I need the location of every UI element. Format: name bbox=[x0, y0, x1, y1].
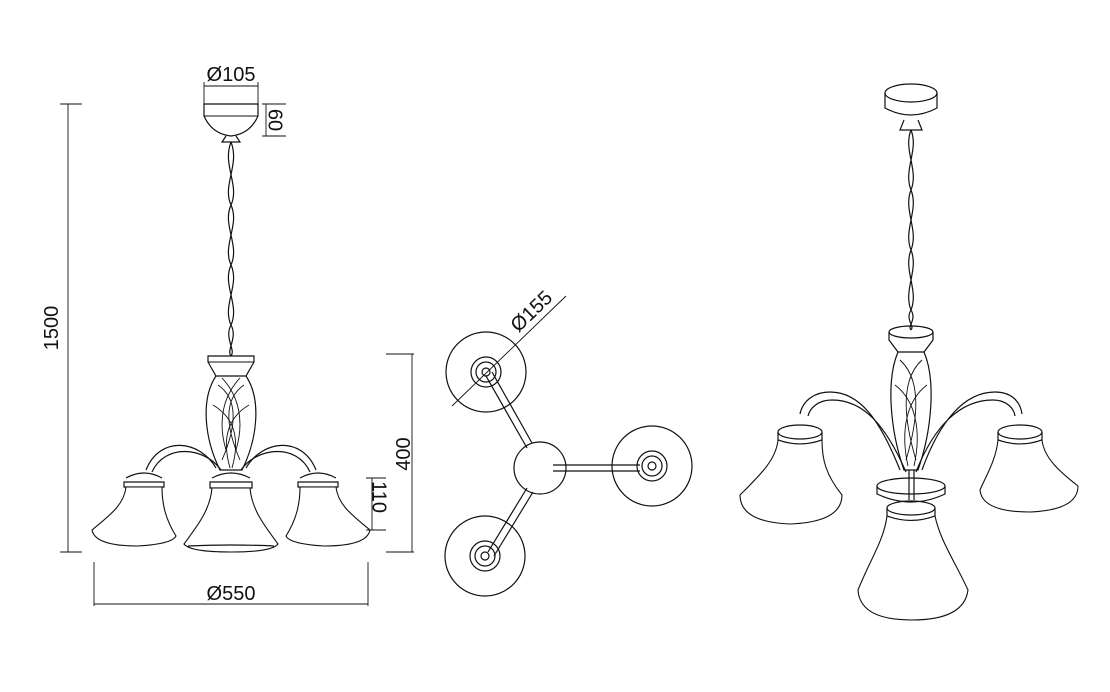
dim-body-height: 400 bbox=[386, 353, 415, 553]
front-shade-left bbox=[91, 472, 177, 547]
dim-canopy-diameter: Ø105 bbox=[203, 64, 259, 104]
perspective-chain bbox=[908, 129, 914, 331]
dim-canopy-height: 60 bbox=[262, 103, 286, 137]
perspective-canopy bbox=[884, 83, 938, 131]
dim-overall-diameter: Ø550 bbox=[93, 562, 369, 606]
overall-height-label: 1500 bbox=[41, 306, 63, 351]
perspective-twisted-body bbox=[888, 325, 934, 471]
shade-height-label: 110 bbox=[368, 481, 390, 513]
front-chain bbox=[227, 141, 235, 357]
front-view: Ø105 60 1500 400 110 bbox=[41, 64, 415, 606]
dim-overall-height: 1500 bbox=[41, 103, 82, 553]
dim-shade-height: 110 bbox=[366, 477, 390, 531]
perspective-view bbox=[739, 83, 1079, 621]
top-arms bbox=[485, 371, 640, 557]
top-shade-right bbox=[611, 425, 693, 507]
top-view: Ø155 bbox=[444, 287, 693, 597]
perspective-arms bbox=[799, 391, 1023, 500]
front-twisted-body bbox=[205, 355, 257, 471]
front-arms bbox=[145, 444, 317, 473]
canopy-height-label: 60 bbox=[264, 109, 286, 131]
top-shade-upper-left bbox=[445, 331, 527, 413]
perspective-shade-left bbox=[739, 424, 843, 525]
top-shade-lower-left bbox=[444, 515, 526, 597]
dim-shade-diameter: Ø155 bbox=[451, 287, 567, 407]
front-canopy bbox=[203, 103, 259, 143]
top-hub bbox=[513, 441, 567, 495]
front-shade-right bbox=[285, 472, 371, 547]
perspective-shade-center bbox=[857, 500, 969, 621]
canopy-diameter-label: Ø105 bbox=[207, 64, 256, 86]
overall-diameter-label: Ø550 bbox=[207, 583, 256, 605]
perspective-shade-right bbox=[979, 424, 1079, 513]
perspective-center-cup bbox=[876, 477, 946, 503]
body-height-label: 400 bbox=[393, 437, 415, 470]
front-shade-center bbox=[183, 472, 279, 553]
